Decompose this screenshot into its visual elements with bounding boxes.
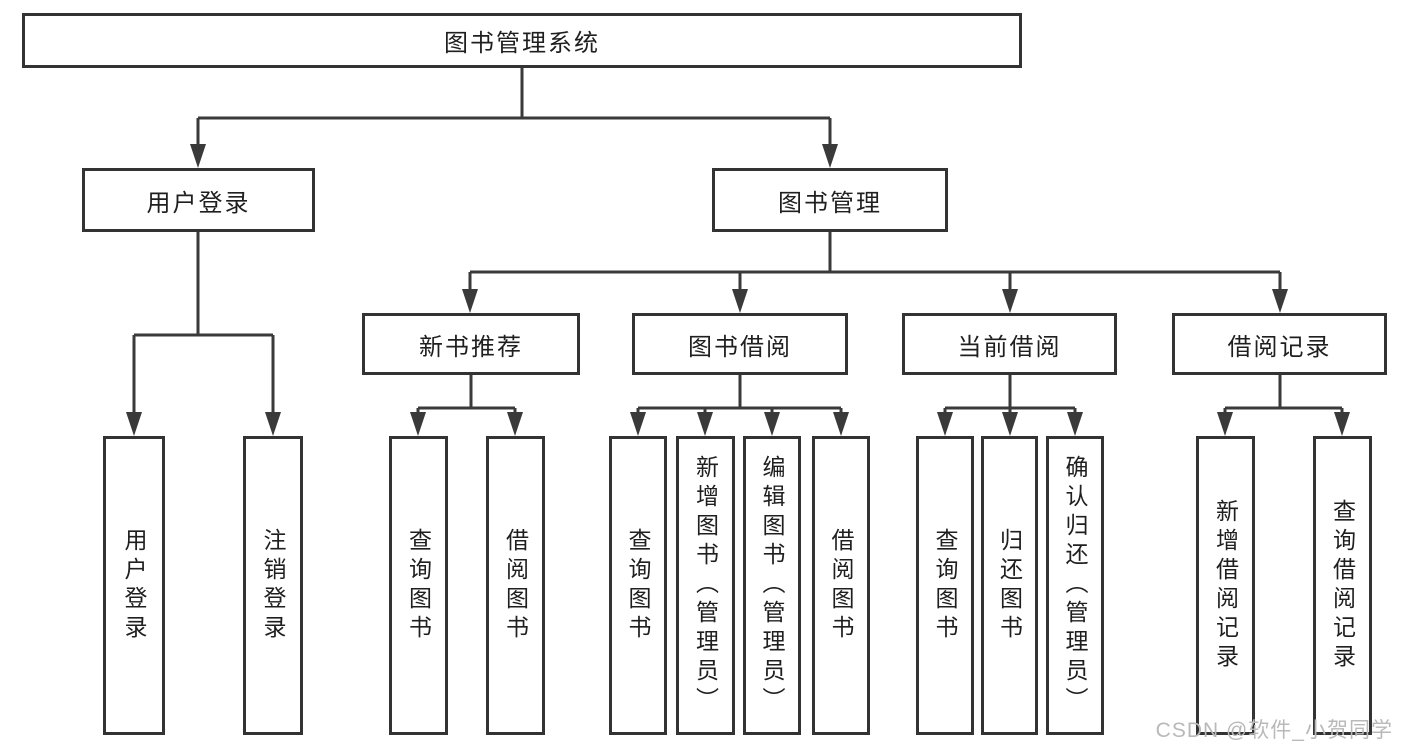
- arrow-icon: [1002, 289, 1018, 313]
- leaf-user-login: 用户登录: [103, 436, 165, 735]
- arrow-icon: [822, 144, 838, 168]
- arrow-icon: [764, 412, 780, 436]
- leaf-borrow-books-newbook: 借阅图书: [486, 436, 545, 735]
- leaf-query-books-borrowing: 查询图书: [609, 436, 667, 735]
- leaf-query-books-newbook: 查询图书: [389, 436, 448, 735]
- arrow-icon: [1217, 412, 1233, 436]
- leaf-query-borrow-record: 查询借阅记录: [1313, 436, 1372, 735]
- node-book-borrowing: 图书借阅: [632, 313, 848, 375]
- arrow-icon: [1067, 412, 1083, 436]
- leaf-query-books-current: 查询图书: [916, 436, 974, 735]
- arrow-icon: [1334, 412, 1350, 436]
- connector-root-to-level2: [196, 68, 832, 150]
- arrow-icon: [265, 412, 281, 436]
- leaf-return-books: 归还图书: [981, 436, 1038, 735]
- node-current-borrowing: 当前借阅: [902, 313, 1117, 375]
- csdn-watermark: CSDN @软件_小贺同学: [1155, 719, 1393, 742]
- node-user-login: 用户登录: [82, 168, 315, 232]
- arrow-icon: [1002, 412, 1018, 436]
- leaf-logout: 注销登录: [243, 436, 303, 735]
- arrow-icon: [937, 412, 953, 436]
- leaf-confirm-return-admin: 确认归还（管理员）: [1046, 436, 1104, 735]
- leaf-add-books-admin: 新增图书（管理员）: [676, 436, 735, 735]
- arrow-icon: [630, 412, 646, 436]
- connector-current-to-leaves: [943, 375, 1077, 418]
- arrow-icon: [410, 412, 426, 436]
- arrow-icon: [1272, 289, 1288, 313]
- connector-records-to-leaves: [1223, 375, 1344, 418]
- leaf-add-borrow-record: 新增借阅记录: [1196, 436, 1255, 735]
- node-library-management-system: 图书管理系统: [22, 13, 1022, 68]
- connector-borrow-to-leaves: [636, 375, 843, 418]
- connector-bookmgr-to-level3: [468, 232, 1282, 295]
- connector-userlogin-to-leaves: [132, 232, 275, 418]
- connector-newbook-to-leaves: [416, 375, 517, 418]
- arrow-icon: [190, 144, 206, 168]
- node-borrowing-records: 借阅记录: [1172, 313, 1387, 375]
- node-new-book-recommendation: 新书推荐: [362, 313, 580, 375]
- leaf-edit-books-admin: 编辑图书（管理员）: [743, 436, 801, 735]
- leaf-borrow-books-borrowing: 借阅图书: [812, 436, 870, 735]
- node-book-management: 图书管理: [712, 168, 948, 232]
- arrow-icon: [697, 412, 713, 436]
- arrowheads: [126, 144, 1350, 436]
- arrow-icon: [833, 412, 849, 436]
- arrow-icon: [507, 412, 523, 436]
- arrow-icon: [126, 412, 142, 436]
- arrow-icon: [462, 289, 478, 313]
- arrow-icon: [732, 289, 748, 313]
